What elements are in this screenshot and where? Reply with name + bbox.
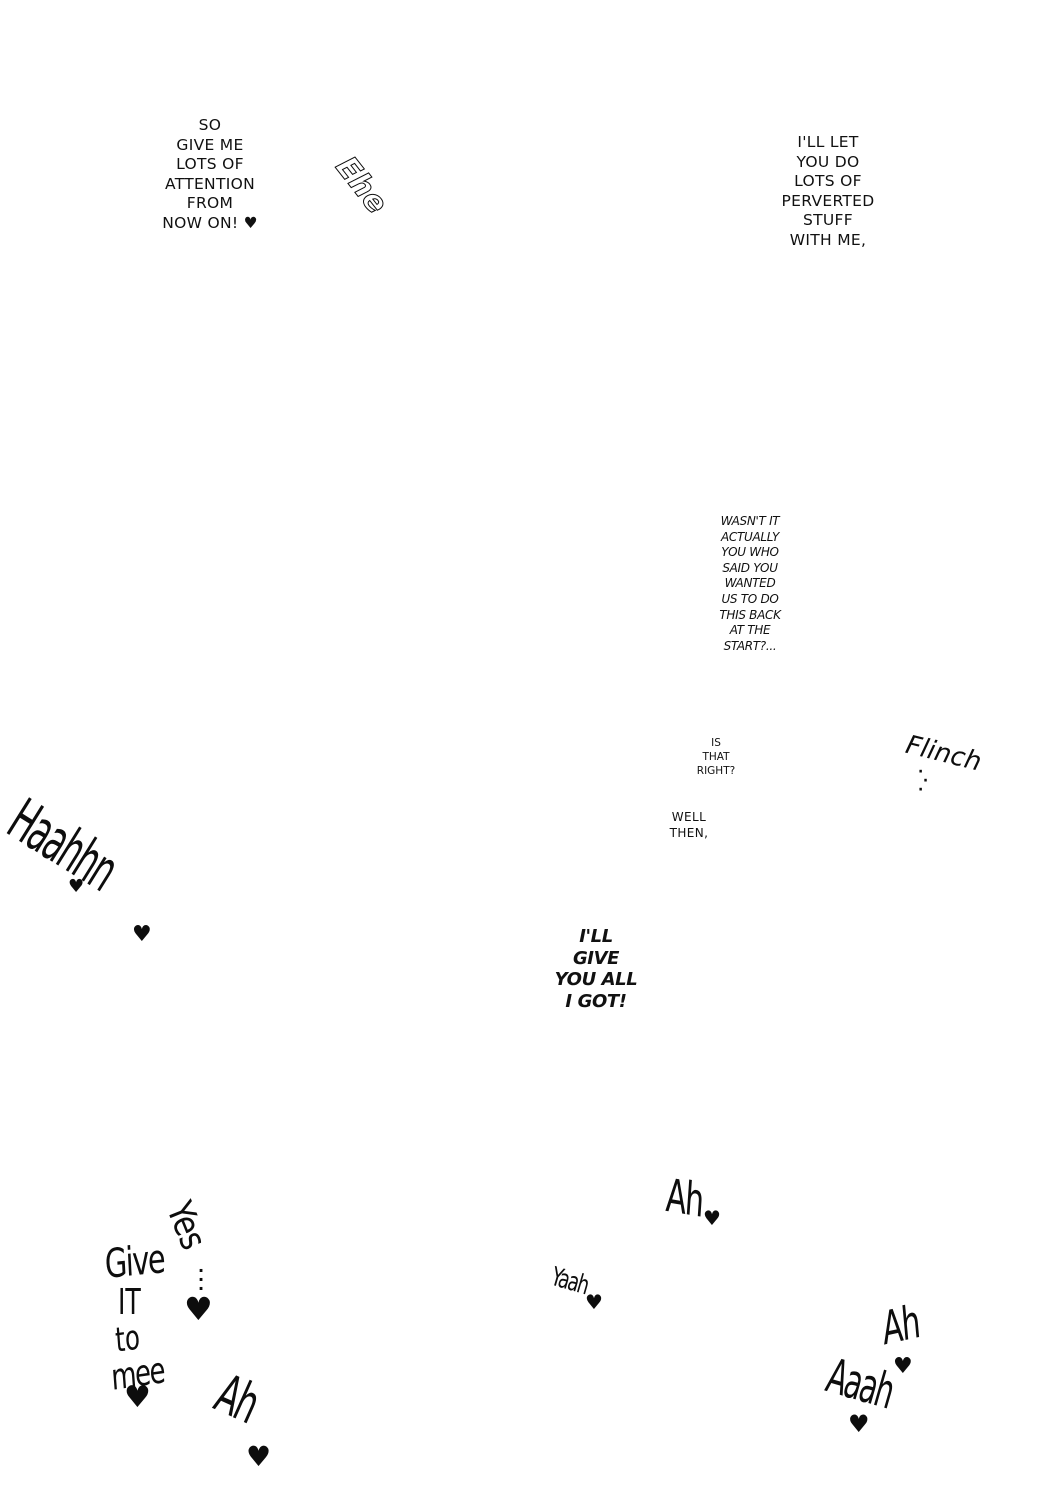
speech-text-well-then: WELL THEN,	[669, 810, 709, 840]
heart-icon: ♥	[848, 1410, 870, 1438]
sfx-flinch: Flinch	[903, 730, 985, 778]
speech-text-perverted-stuff: I'LL LET YOU DO LOTS OF PERVERTED STUFF …	[781, 133, 875, 249]
sfx-give-it-to-mee: Give IT to mee	[104, 1236, 186, 1399]
sfx-ah-2: Ah	[880, 1294, 921, 1355]
sfx-haaahnn-text: Haahhn	[0, 785, 130, 904]
sfx-ahh-bottom-text: Ah	[206, 1362, 268, 1436]
sfx-give-text: Give	[103, 1236, 166, 1288]
sfx-ehe-text: Ehe	[328, 150, 395, 222]
speech-text-attention: SO GIVE ME LOTS OF ATTENTION FROM NOW ON…	[162, 116, 258, 232]
heart-icon: ♥	[124, 1380, 151, 1415]
heart-icon: ♥	[68, 876, 85, 897]
sfx-ah-1: Ah	[664, 1168, 704, 1228]
dots-icon: · · ·	[918, 764, 929, 798]
heart-icon: ♥	[132, 922, 152, 947]
sfx-ehe: Ehe	[328, 150, 395, 222]
heart-icon: ♥	[585, 1290, 603, 1314]
speech-text-back-at-start: WASN'T IT ACTUALLY YOU WHO SAID YOU WANT…	[719, 514, 781, 653]
dots-icon: · · ·	[198, 1261, 205, 1298]
heart-icon: ♥	[246, 1440, 272, 1473]
heart-icon: ♥	[893, 1354, 913, 1379]
heart-icon: ♥	[184, 1290, 213, 1328]
sfx-flinch-text: Flinch	[902, 730, 985, 778]
sfx-ah-2-text: Ah	[880, 1294, 922, 1356]
heart-icon: ♥	[703, 1206, 721, 1230]
sfx-ahh-bottom: Ah	[206, 1362, 267, 1435]
sfx-haaahnn-text-block: Haahhn	[0, 786, 129, 904]
sfx-ah-1-text: Ah	[664, 1168, 705, 1228]
speech-text-give-you-all: I'LL GIVE YOU ALL I GOT!	[554, 926, 638, 1012]
sfx-it-text: IT	[118, 1282, 141, 1323]
speech-text-is-that-right: IS THAT RIGHT?	[696, 737, 736, 777]
